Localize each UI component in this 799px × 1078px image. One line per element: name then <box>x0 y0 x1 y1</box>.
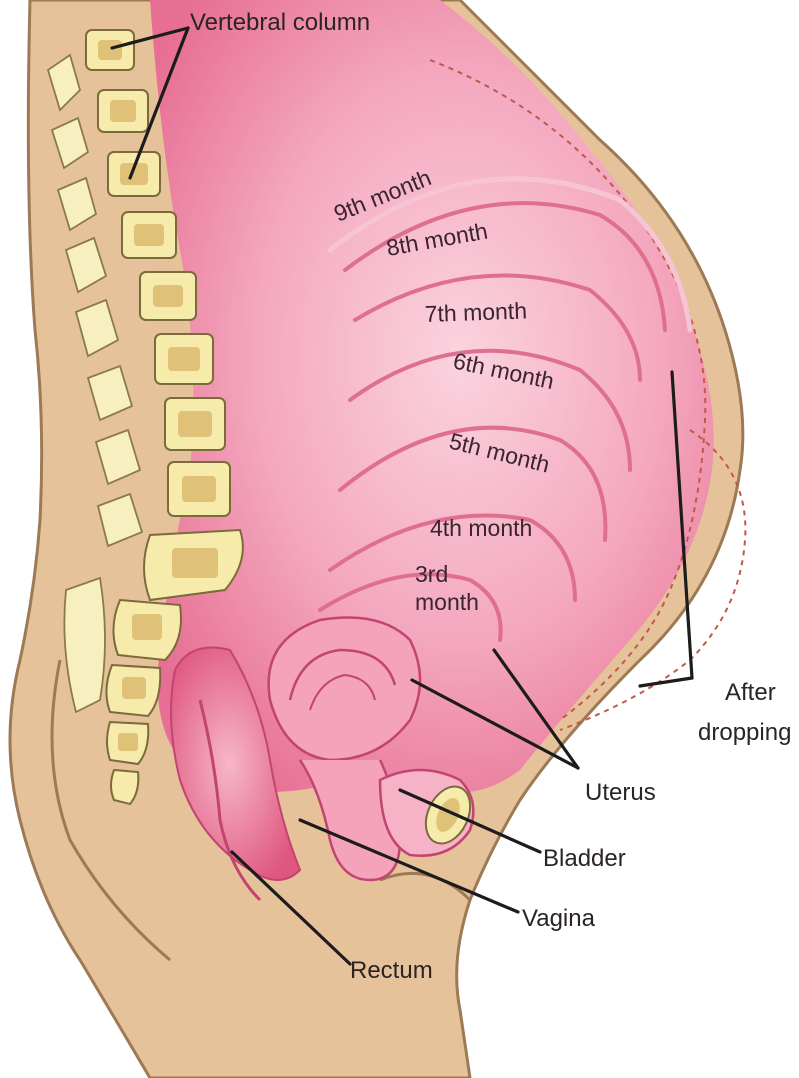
leader-after-dropping-2 <box>640 678 692 686</box>
label-bladder: Bladder <box>543 845 626 872</box>
label-3rd-month-1: 3rd <box>415 561 448 587</box>
label-3rd-month-2: month <box>415 589 479 615</box>
label-uterus: Uterus <box>585 779 656 806</box>
label-4th-month: 4th month <box>430 515 532 541</box>
label-vagina: Vagina <box>522 905 596 932</box>
label-after-dropping-2: dropping <box>698 719 791 746</box>
label-rectum: Rectum <box>350 957 433 984</box>
label-7th-month: 7th month <box>424 297 527 327</box>
label-vertebral-column: Vertebral column <box>190 9 370 36</box>
label-after-dropping-1: After <box>725 679 776 706</box>
